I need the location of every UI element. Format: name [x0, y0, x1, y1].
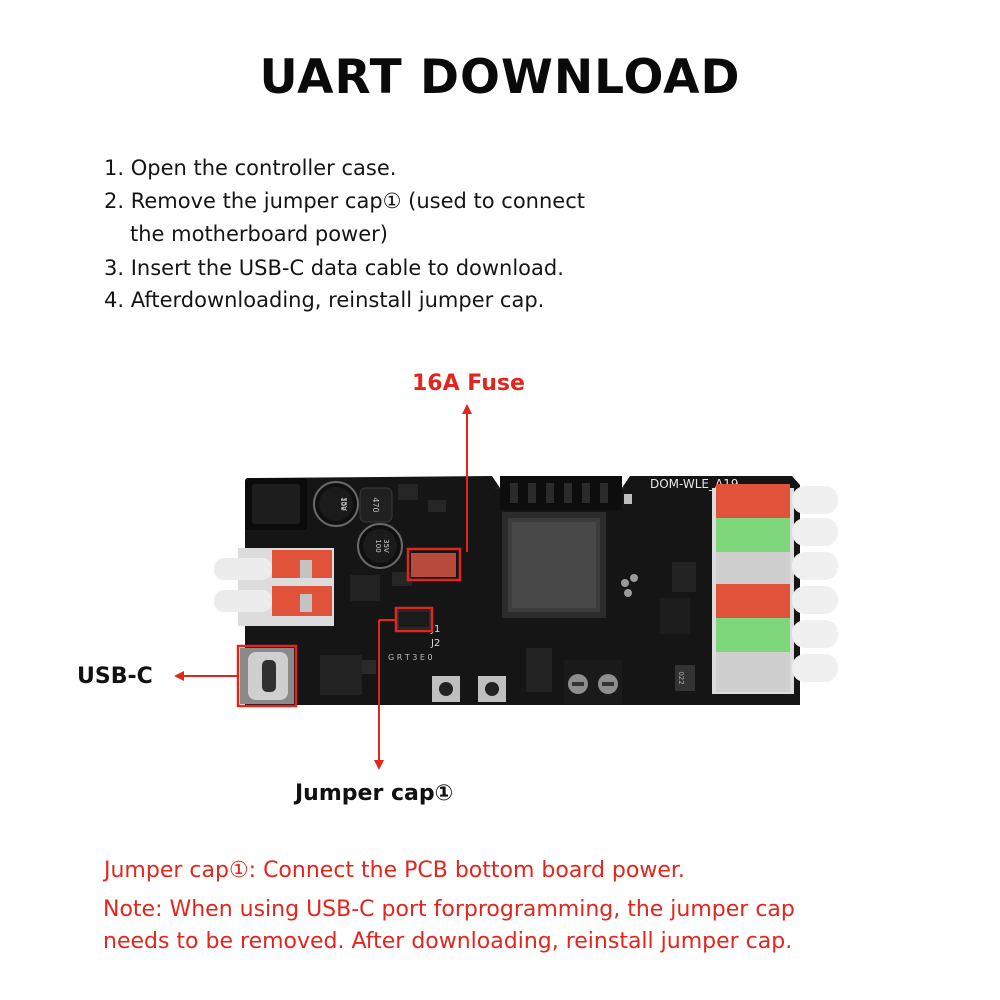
esp-module — [502, 512, 606, 618]
usbc-port — [240, 648, 294, 704]
left-terminal-block — [214, 548, 334, 626]
step-2-continued: the motherboard power) — [130, 222, 388, 246]
j2-marker: J2 — [430, 638, 440, 649]
svg-text:022: 022 — [677, 671, 685, 684]
page-title: UART DOWNLOAD — [259, 50, 741, 105]
right-terminal-block — [712, 484, 838, 694]
usbc-arrow — [174, 671, 238, 681]
push-button-1 — [432, 676, 460, 702]
note-jumper: Jumper cap①: Connect the PCB bottom boar… — [104, 858, 685, 883]
cap1-text-2: 35V — [340, 497, 348, 511]
inductor: 470 — [359, 487, 393, 523]
cap2-text-2: 35V — [382, 539, 390, 553]
step-1: 1. Open the controller case. — [104, 156, 397, 180]
fuse-label: 16A Fuse — [412, 371, 525, 396]
jumper-label: Jumper cap① — [295, 781, 454, 806]
capacitor-1: 100 35V — [313, 481, 359, 527]
note-line-2: needs to be removed. After downloading, … — [103, 929, 793, 954]
pin-labels: G R T 3 E 0 — [388, 653, 433, 662]
fuse-highlight — [406, 547, 462, 582]
jumper-arrow — [374, 619, 396, 770]
capacitor-2: 100 35V — [357, 523, 403, 569]
fuse — [411, 553, 456, 577]
step-4: 4. Afterdownloading, reinstall jumper ca… — [104, 288, 545, 312]
jumper-cap — [397, 610, 431, 629]
small-part: 022 — [675, 665, 695, 691]
fuse-arrow — [462, 404, 472, 552]
usbc-label: USB-C — [77, 664, 153, 689]
inductor-text: 470 — [371, 497, 380, 512]
cap2-text-1: 100 — [374, 539, 382, 552]
note-line-1: Note: When using USB-C port forprogrammi… — [103, 897, 795, 922]
j1-marker: J1 — [430, 624, 440, 635]
step-2: 2. Remove the jumper cap① (used to conne… — [104, 189, 585, 213]
step-3: 3. Insert the USB-C data cable to downlo… — [104, 256, 564, 280]
screw-terminal — [564, 660, 622, 704]
push-button-2 — [478, 676, 506, 702]
cap1-text-1: 100 — [339, 497, 347, 510]
